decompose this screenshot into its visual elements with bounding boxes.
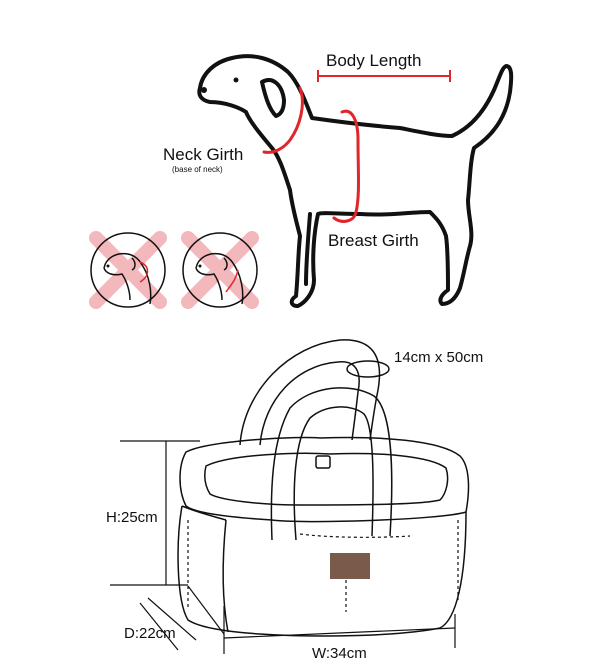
width-dimension — [223, 606, 456, 654]
neck-girth-marker — [262, 86, 304, 154]
height-dimension — [110, 440, 200, 586]
handle-measure-ring — [346, 360, 390, 378]
wrong-example-2 — [181, 231, 259, 309]
breast-girth-marker — [332, 109, 360, 223]
neck-girth-label: Neck Girth — [163, 145, 243, 164]
body-length-label: Body Length — [326, 51, 421, 70]
bag-leather-patch — [330, 553, 370, 579]
depth-dimension — [139, 585, 225, 651]
neck-girth-note: (base of neck) — [172, 165, 223, 174]
width-label: W:34cm — [312, 645, 367, 662]
depth-label: D:22cm — [124, 625, 176, 642]
bag-illustration — [177, 339, 470, 637]
bag-stitching — [187, 520, 459, 612]
wrong-example-1 — [89, 231, 167, 309]
dog-illustration — [197, 54, 514, 308]
handle-size-label: 14cm x 50cm — [394, 349, 483, 366]
breast-girth-label: Breast Girth — [328, 231, 419, 250]
body-length-marker — [317, 70, 451, 82]
height-label: H:25cm — [106, 509, 158, 526]
dog-nose-icon — [201, 87, 207, 93]
dog-eye-icon — [233, 77, 239, 83]
